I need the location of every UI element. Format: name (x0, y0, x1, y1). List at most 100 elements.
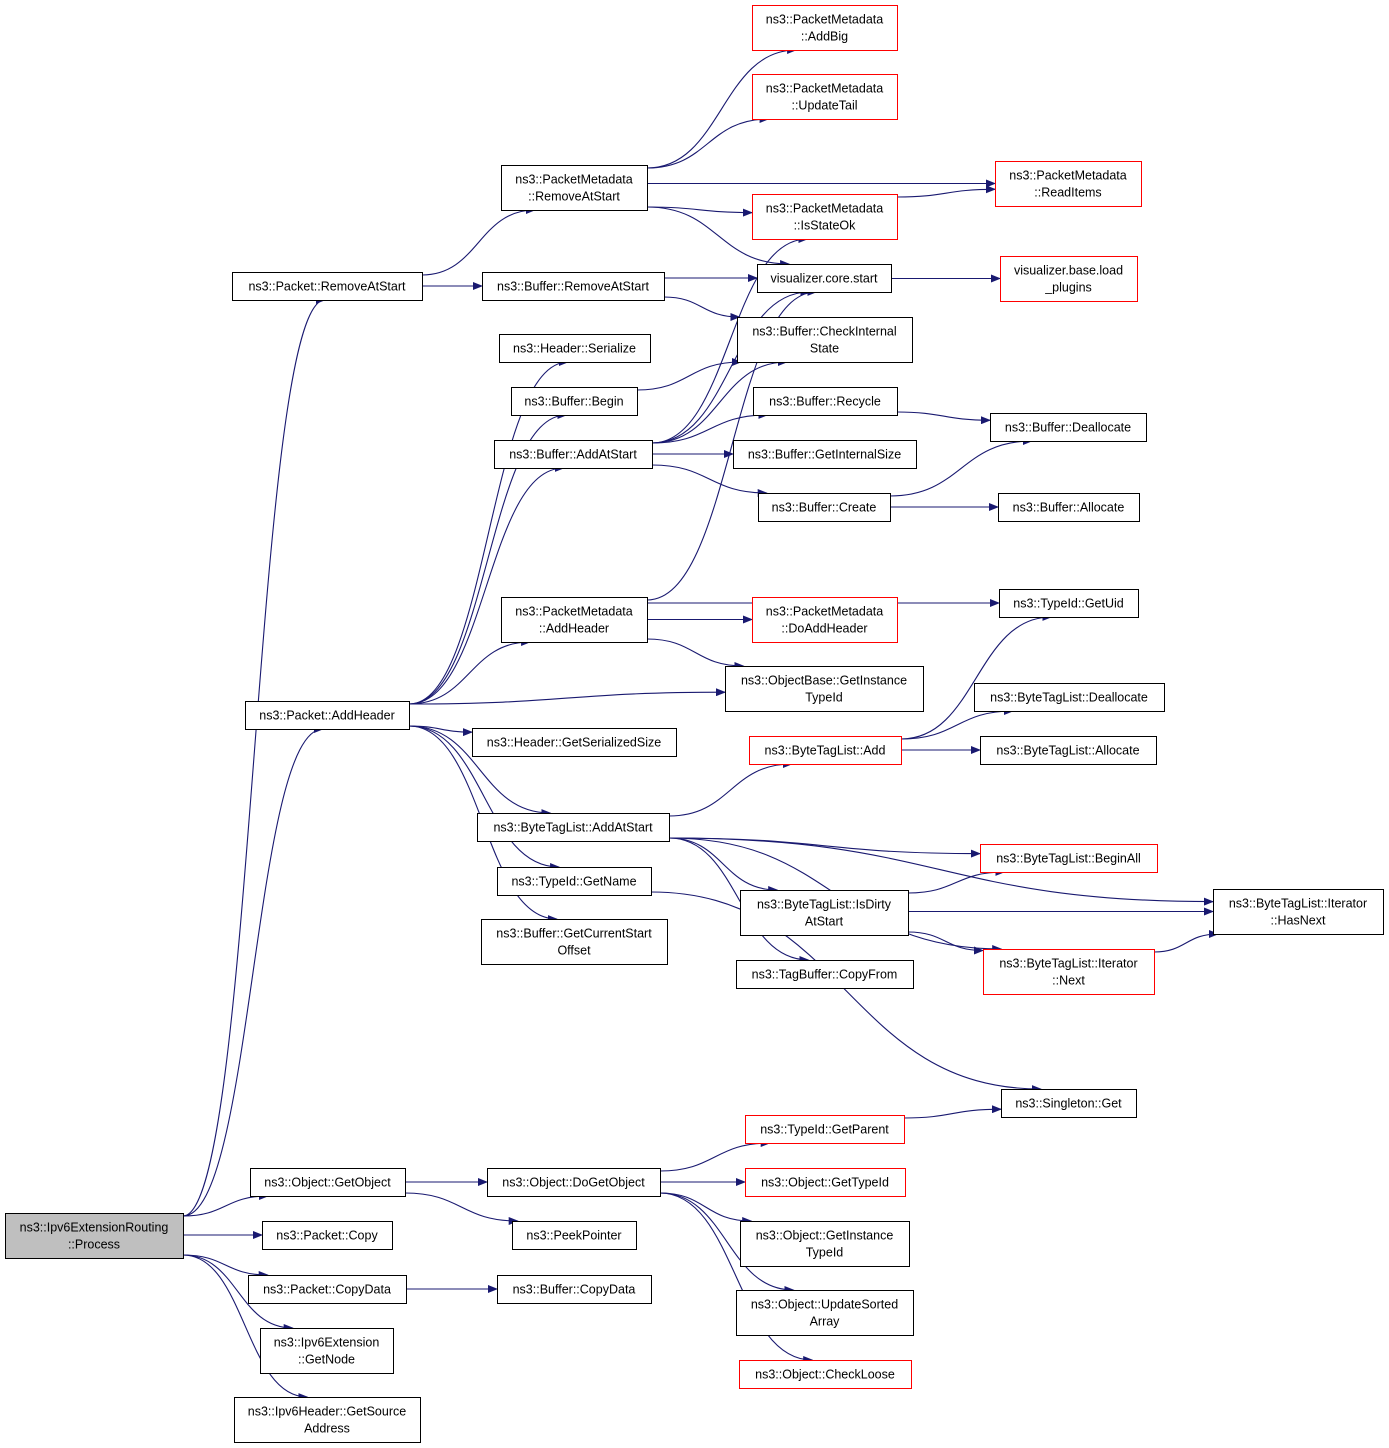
call-edge (646, 288, 818, 601)
function-node-singleton-get[interactable]: ns3::Singleton::Get (1001, 1089, 1137, 1118)
node-label: Offset (557, 944, 591, 958)
function-node-btl-alloc[interactable]: ns3::ByteTagList::Allocate (980, 736, 1157, 765)
node-label: ::Process (68, 1238, 120, 1252)
node-box (1001, 1089, 1137, 1118)
call-edge (408, 638, 532, 705)
node-label: TypeId (805, 691, 843, 705)
node-label: ns3::PacketMetadata (766, 82, 883, 96)
node-label: ns3::ByteTagList::BeginAll (996, 852, 1141, 866)
call-edge (907, 868, 1006, 894)
function-node-buf-recycle[interactable]: ns3::Buffer::Recycle (753, 387, 898, 416)
function-node-buf-alloc[interactable]: ns3::Buffer::Allocate (998, 493, 1140, 522)
node-box (980, 736, 1157, 765)
function-node-buf-copydata[interactable]: ns3::Buffer::CopyData (497, 1275, 652, 1304)
call-edge (651, 235, 809, 444)
function-node-viz-load[interactable]: visualizer.base.load_plugins (1000, 256, 1138, 302)
function-node-pm-addbig[interactable]: ns3::PacketMetadata::AddBig (752, 5, 898, 51)
function-node-btl-dealloc[interactable]: ns3::ByteTagList::Deallocate (974, 683, 1165, 712)
node-box (260, 1328, 394, 1374)
function-node-typeid-uid[interactable]: ns3::TypeId::GetUid (999, 589, 1139, 618)
node-label: ns3::ByteTagList::Allocate (996, 744, 1139, 758)
node-label: ns3::Buffer::GetCurrentStart (496, 927, 652, 941)
function-node-pm-addh[interactable]: ns3::PacketMetadata::AddHeader (501, 597, 648, 643)
node-box (1213, 889, 1384, 935)
call-edge (668, 837, 779, 894)
function-node-pkt-addh[interactable]: ns3::Packet::AddHeader (245, 701, 410, 730)
node-label: ns3::Object::CheckLoose (755, 1368, 895, 1382)
node-label: ns3::TypeId::GetName (511, 875, 636, 889)
node-label: ns3::Buffer::Recycle (769, 395, 881, 409)
node-label: visualizer.core.start (771, 272, 879, 286)
function-node-btl-beginall[interactable]: ns3::ByteTagList::BeginAll (980, 844, 1158, 873)
node-label: ns3::ByteTagList::IsDirty (757, 898, 892, 912)
function-node-ipv6ext-node[interactable]: ns3::Ipv6Extension::GetNode (260, 1328, 394, 1374)
node-box (752, 74, 898, 120)
function-node-pm-updtail[interactable]: ns3::PacketMetadata::UpdateTail (752, 74, 898, 120)
nodes-layer: ns3::Ipv6ExtensionRouting::Processns3::P… (5, 5, 1384, 1443)
function-node-typeid-parent[interactable]: ns3::TypeId::GetParent (745, 1115, 905, 1144)
node-label: ns3::TypeId::GetUid (1013, 597, 1124, 611)
function-node-buf-addstart[interactable]: ns3::Buffer::AddAtStart (494, 440, 653, 469)
node-label: ns3::PacketMetadata (515, 173, 632, 187)
function-node-btl-addstart[interactable]: ns3::ByteTagList::AddAtStart (477, 813, 670, 842)
call-edge (636, 358, 742, 391)
function-node-btl-add[interactable]: ns3::ByteTagList::Add (749, 736, 902, 765)
node-box (234, 1397, 421, 1443)
function-node-obj-doget[interactable]: ns3::Object::DoGetObject (487, 1168, 661, 1197)
call-edge (646, 206, 791, 268)
call-edge (408, 411, 568, 705)
node-label: ns3::ByteTagList::Add (765, 744, 886, 758)
node-box (999, 589, 1139, 618)
call-edge (421, 206, 536, 276)
call-edge (668, 760, 793, 817)
function-node-typeid-name[interactable]: ns3::TypeId::GetName (497, 867, 652, 896)
node-box (501, 597, 648, 643)
function-node-pm-rm[interactable]: ns3::PacketMetadata::RemoveAtStart (501, 165, 648, 211)
node-box (1000, 256, 1138, 302)
function-node-pkt-copydata[interactable]: ns3::Packet::CopyData (248, 1275, 407, 1304)
function-node-pkt-rm[interactable]: ns3::Packet::RemoveAtStart (232, 272, 423, 301)
node-box (739, 1360, 912, 1389)
call-edge (889, 437, 1033, 497)
function-node-buf-intsize[interactable]: ns3::Buffer::GetInternalSize (733, 440, 917, 469)
function-node-pm-doaddh[interactable]: ns3::PacketMetadata::DoAddHeader (752, 597, 898, 643)
function-node-btl-it-hasnext[interactable]: ns3::ByteTagList::Iterator::HasNext (1213, 889, 1384, 935)
node-label: ns3::Packet::RemoveAtStart (248, 280, 406, 294)
node-label: ns3::Singleton::Get (1015, 1097, 1122, 1111)
node-box (758, 493, 891, 522)
call-edge (646, 46, 798, 169)
function-node-hdr-ser[interactable]: ns3::Header::Serialize (499, 334, 651, 363)
function-node-obj-typeid[interactable]: ns3::Object::GetTypeId (745, 1168, 906, 1197)
function-node-obj-checkloose[interactable]: ns3::Object::CheckLoose (739, 1360, 912, 1389)
function-node-tagbuf-copyfrom[interactable]: ns3::TagBuffer::CopyFrom (736, 960, 914, 989)
function-node-btl-it-next[interactable]: ns3::ByteTagList::Iterator::Next (983, 949, 1155, 995)
call-edge (1153, 930, 1219, 953)
node-label: Array (810, 1315, 841, 1329)
function-node-buf-create[interactable]: ns3::Buffer::Create (758, 493, 891, 522)
function-node-buf-begin[interactable]: ns3::Buffer::Begin (511, 387, 638, 416)
node-box (752, 597, 898, 643)
function-node-buf-rm[interactable]: ns3::Buffer::RemoveAtStart (482, 272, 665, 301)
function-node-obj-get[interactable]: ns3::Object::GetObject (250, 1168, 406, 1197)
function-node-root[interactable]: ns3::Ipv6ExtensionRouting::Process (5, 1213, 184, 1259)
call-edge (900, 707, 1014, 740)
function-node-pm-readitems[interactable]: ns3::PacketMetadata::ReadItems (995, 161, 1142, 207)
function-node-viz-start[interactable]: visualizer.core.start (757, 264, 892, 293)
function-node-pm-stateok[interactable]: ns3::PacketMetadata::IsStateOk (752, 194, 898, 240)
function-node-hdr-size[interactable]: ns3::Header::GetSerializedSize (472, 728, 677, 757)
function-node-pkt-copy[interactable]: ns3::Packet::Copy (262, 1221, 393, 1250)
function-node-peekptr[interactable]: ns3::PeekPointer (512, 1221, 637, 1250)
node-box (740, 1221, 910, 1267)
node-box (232, 272, 423, 301)
node-label: ns3::PacketMetadata (515, 605, 632, 619)
node-label: ns3::Buffer::Deallocate (1005, 421, 1131, 435)
function-node-buf-dealloc[interactable]: ns3::Buffer::Deallocate (990, 413, 1147, 442)
node-label: ns3::Header::GetSerializedSize (487, 736, 661, 750)
